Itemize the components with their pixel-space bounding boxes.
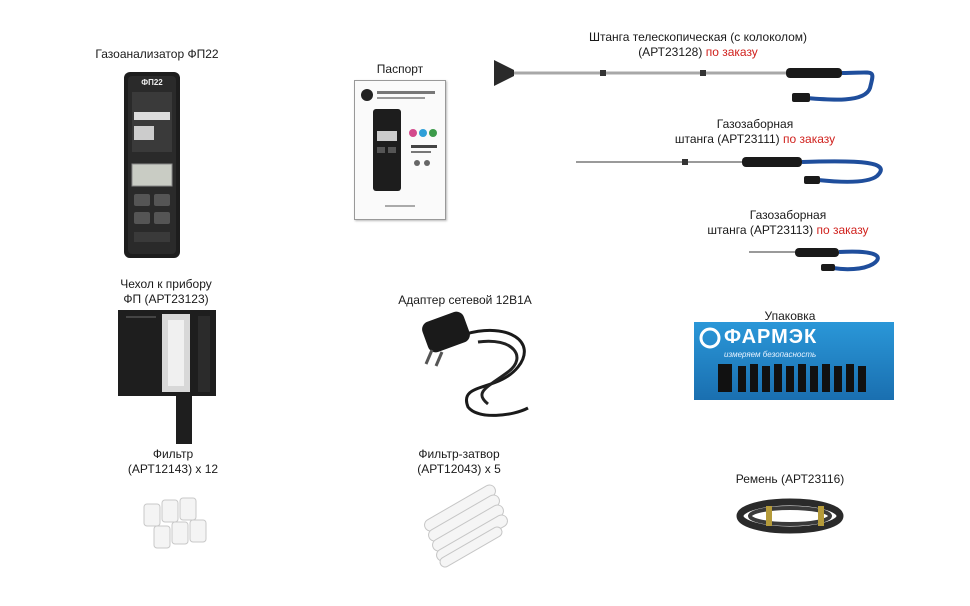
rod-113-name: Газозаборная	[749, 208, 827, 222]
rod-113-code: штанга (АРТ23113)	[707, 223, 814, 237]
rod-113-image	[749, 248, 880, 272]
filter-valve-image	[424, 484, 508, 568]
rod-telescopic-code-line: (АРТ23128) по заказу	[548, 45, 848, 60]
telescopic-rod-image	[494, 60, 875, 102]
strap-title: Ремень (АРТ23116)	[735, 472, 845, 486]
filter-valve-name: Фильтр-затвор	[418, 447, 500, 461]
analyzer-title: Газоанализатор ФП22	[95, 47, 219, 61]
rod-113-code-line: штанга (АРТ23113) по заказу	[688, 223, 888, 238]
rod-111-code-line: штанга (АРТ23111) по заказу	[660, 132, 850, 147]
packaging-brand: ФАРМЭК	[724, 326, 818, 348]
filter-valve-code: (АРТ12043) x 5	[417, 462, 501, 476]
rod-telescopic-order: по заказу	[705, 45, 758, 59]
filter-name: Фильтр	[152, 447, 194, 461]
rod-111-order: по заказу	[783, 132, 836, 146]
packaging-products-image	[699, 327, 866, 392]
case-image	[118, 310, 216, 444]
rod-111-caption: Газозаборная штанга (АРТ23111) по заказу	[660, 117, 850, 147]
gas-analyzer-device: ФП22	[124, 72, 180, 258]
rod-113-caption: Газозаборная штанга (АРТ23113) по заказу	[688, 208, 888, 238]
filter-caption: Фильтр (АРТ12143) x 12	[108, 447, 238, 477]
passport-title: Паспорт	[376, 62, 424, 76]
strap-image	[736, 498, 844, 534]
filter-valve-caption: Фильтр-затвор (АРТ12043) x 5	[394, 447, 524, 477]
case-caption: Чехол к прибору ФП (АРТ23123)	[96, 277, 236, 307]
passport-image	[361, 89, 437, 207]
passport-booklet	[354, 80, 446, 220]
case-code: ФП (АРТ23123)	[123, 292, 209, 306]
filter-code: (АРТ12143) x 12	[127, 462, 219, 476]
rod-113-order: по заказу	[816, 223, 869, 237]
adapter-title: Адаптер сетевой 12В1А	[398, 293, 532, 307]
rod-telescopic-code: (АРТ23128)	[638, 45, 703, 59]
case-name: Чехол к прибору	[120, 277, 212, 291]
rod-telescopic-name: Штанга телескопическая (с колоколом)	[588, 30, 808, 44]
rod-111-image	[576, 157, 883, 184]
packaging-title: Упаковка	[764, 309, 816, 323]
filter-image	[143, 497, 207, 549]
gas-analyzer-image	[124, 72, 180, 258]
adapter-image	[422, 311, 529, 417]
packaging-box: ФАРМЭК измеряем безопасность	[694, 322, 894, 400]
rod-111-code: штанга (АРТ23111)	[674, 132, 780, 146]
packaging-slogan: измеряем безопасность	[724, 350, 817, 359]
rod-111-name: Газозаборная	[716, 117, 794, 131]
device-brand-label: ФП22	[141, 78, 163, 87]
rod-telescopic-caption: Штанга телескопическая (с колоколом) (АР…	[548, 30, 848, 60]
